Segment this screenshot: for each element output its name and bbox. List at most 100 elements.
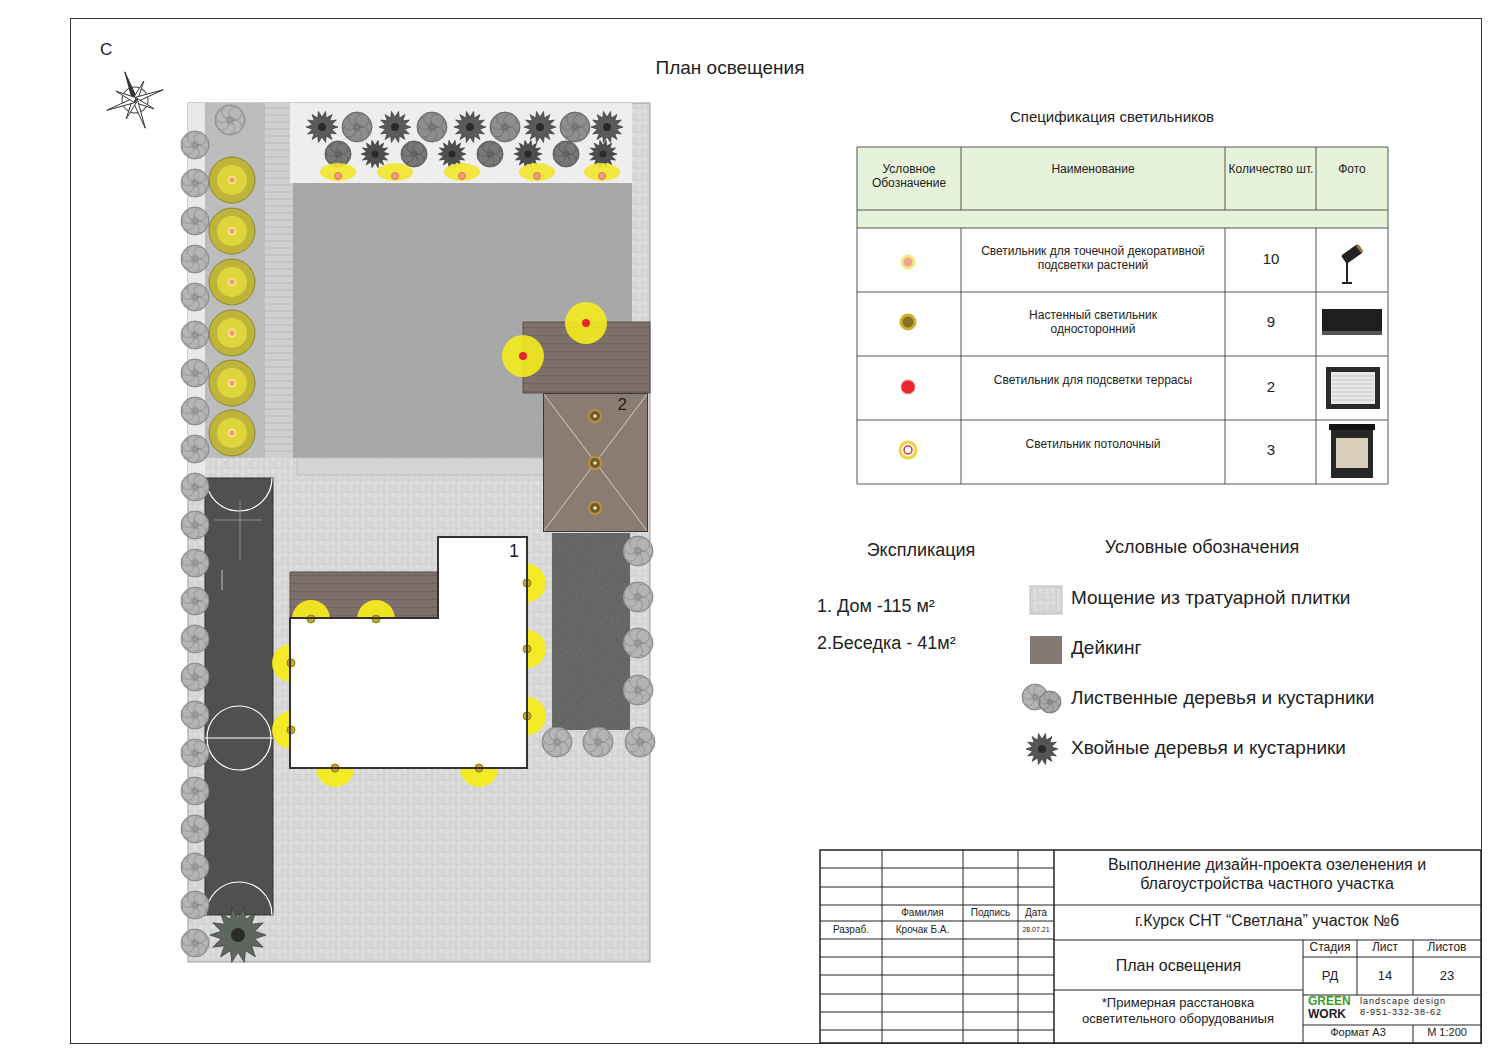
deciduous-tree: [181, 245, 209, 273]
light-glow: [217, 216, 247, 246]
planting-bed: [205, 103, 265, 458]
deciduous-tree: [181, 929, 209, 957]
deciduous-tree: [181, 435, 209, 463]
deciduous-tree: [181, 625, 209, 653]
table-cell: 9: [1227, 313, 1315, 331]
spot-light-symbol: [902, 256, 914, 268]
stair-step: [265, 269, 293, 270]
node-number: 2: [544, 394, 647, 415]
title-block-cell: РД: [1303, 968, 1357, 984]
light-glow: [217, 267, 247, 297]
stair-step: [265, 129, 293, 130]
stair-step: [265, 437, 293, 438]
logo-tagline: landscape design: [1360, 997, 1478, 1007]
conifer-tree: [210, 908, 266, 963]
deciduous-tree: [191, 331, 199, 339]
deciduous-tree: [560, 112, 590, 142]
stair-step: [265, 402, 293, 403]
title-block-rule: [963, 850, 964, 1043]
title-block-rule: [820, 939, 1054, 940]
workout-equipment: [214, 520, 262, 521]
table-rule: [1316, 147, 1317, 210]
spot-light: [229, 177, 236, 184]
sheet-title: План освещения: [580, 57, 880, 80]
title-block: [820, 850, 1481, 1043]
deciduous-tree: [215, 105, 245, 135]
deciduous-tree: [191, 901, 199, 909]
stair-step: [265, 122, 293, 123]
title-block-rule: [1357, 940, 1358, 995]
spot-light: [229, 430, 236, 437]
stair-step: [265, 283, 293, 284]
legend-text: Лиственные деревья и кустарники: [1071, 687, 1374, 710]
stair-step: [265, 374, 293, 375]
spot-light: [534, 173, 541, 180]
table-cell: 2: [1227, 378, 1315, 396]
house-outline: [290, 537, 527, 768]
table-header: Фото: [1318, 162, 1386, 176]
table-header: Условное Обозначение: [859, 162, 959, 191]
title-block-rule: [820, 868, 1054, 869]
north-arrow: [97, 62, 174, 139]
spot-light: [335, 173, 342, 180]
stair-step: [265, 241, 293, 242]
title-block-rule: [1303, 1025, 1481, 1026]
deciduous-tree: [181, 929, 209, 957]
title-block-cell: 28.07.21: [1018, 926, 1054, 934]
spot-lamp-photo: [1341, 244, 1363, 264]
deciduous-tree: [181, 511, 209, 539]
table-rule: [1316, 228, 1317, 484]
title-block-cell: Стадия: [1303, 941, 1357, 954]
deciduous-tree: [623, 536, 653, 566]
ceiling-lamp-photo: [1331, 428, 1373, 478]
deciduous-tree: [191, 407, 199, 415]
stair-step: [265, 332, 293, 333]
conifer-tree: [1026, 733, 1058, 764]
texture-grain: [205, 103, 265, 458]
spot-light: [599, 173, 606, 180]
title-block-cell: Крочак Б.А.: [882, 924, 963, 936]
house-outline: 1: [290, 537, 527, 768]
stair-step: [265, 297, 293, 298]
deciduous-tree: [181, 701, 209, 729]
deciduous-tree: [477, 141, 503, 167]
stair-step: [265, 276, 293, 277]
paving-area: [188, 103, 650, 962]
stair-step: [265, 199, 293, 200]
spot-light: [229, 380, 236, 387]
project-address: г.Курск СНТ “Светлана” участок №6: [1062, 911, 1472, 930]
deciduous-tree: [636, 738, 645, 747]
deciduous-tree: [191, 179, 199, 187]
stair-step: [265, 381, 293, 382]
conifer-tree: [600, 151, 607, 158]
deciduous-tree: [560, 112, 590, 142]
conifer-tree: [391, 123, 399, 131]
title-block-cell: Дата: [1018, 907, 1054, 919]
spot-light: [459, 173, 466, 180]
stair-step: [265, 206, 293, 207]
deciduous-tree: [583, 727, 613, 757]
stair-step: [265, 353, 293, 354]
wall-light: [331, 764, 339, 772]
deciduous-tree: [634, 593, 643, 602]
deciduous-tree: [181, 359, 209, 387]
deciduous-tree: [191, 255, 199, 263]
wall-light: [475, 764, 483, 772]
wall-light: [523, 579, 531, 587]
title-block-cell: 14: [1357, 968, 1413, 984]
title-block-rule: [1303, 957, 1481, 958]
title-block-cell: Фамилия: [882, 907, 963, 919]
terrace-lamp-photo: [1326, 367, 1380, 409]
table-rule: [961, 228, 962, 484]
table-rule: [857, 210, 1388, 211]
specification-table: [857, 147, 1388, 484]
light-glow: [217, 368, 247, 398]
deciduous-tree: [181, 283, 209, 311]
deciduous-tree: [181, 777, 209, 805]
deciduous-tree: [181, 587, 209, 615]
table-rule: [857, 420, 1388, 421]
logo-phone: 8-951-332-38-62: [1360, 1008, 1478, 1018]
terrace-light-symbol: [901, 380, 915, 394]
deciduous-tree: [501, 123, 510, 132]
legend-text: Мощение из тратуарной плитки: [1071, 587, 1350, 610]
